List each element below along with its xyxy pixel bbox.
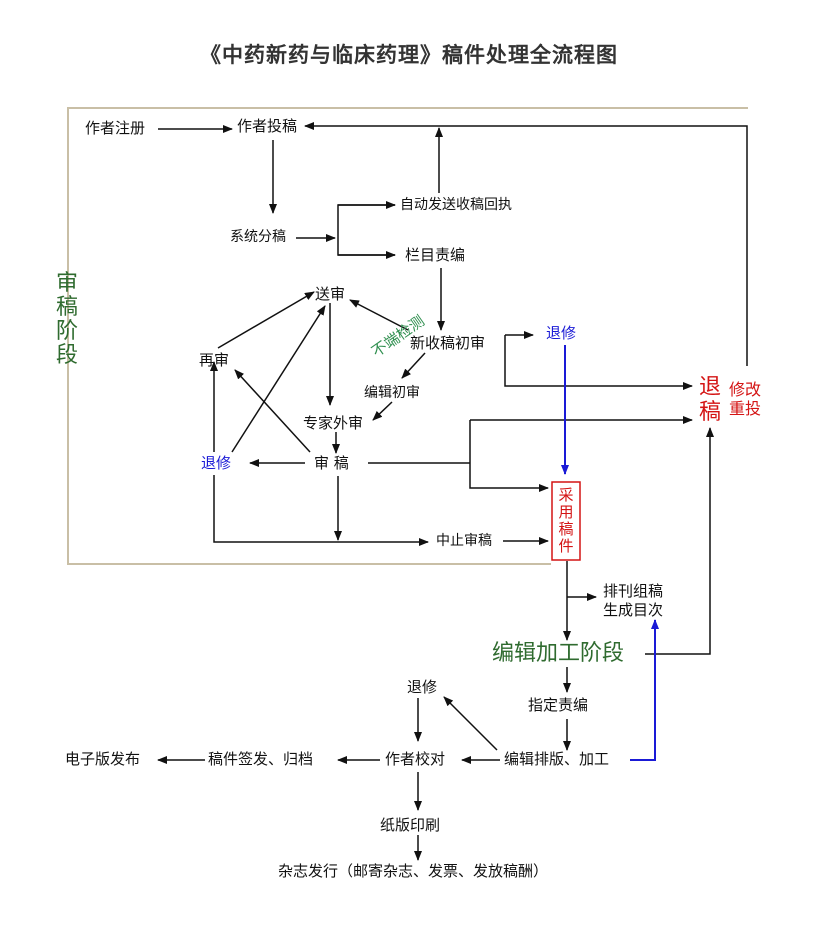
node-assign-editor: 指定责编	[528, 696, 589, 714]
node-edit-typeset: 编辑排版、加工	[504, 750, 610, 768]
node-system-assign: 系统分稿	[230, 229, 286, 245]
node-accepted: 采用稿件	[558, 486, 574, 555]
node-sign-archive: 稿件签发、归档	[208, 750, 314, 768]
node-author-submit: 作者投稿	[237, 117, 298, 135]
editing-stage-label: 编辑加工阶段	[492, 641, 625, 666]
node-author-register: 作者注册	[85, 119, 146, 137]
review-stage-label: 审稿阶段	[56, 271, 79, 368]
node-revise-left: 退修	[201, 454, 232, 472]
node-author-proof: 作者校对	[385, 750, 446, 768]
node-resubmit-after-revise: 修改重投	[729, 380, 762, 418]
node-send-review: 送审	[315, 285, 346, 303]
node-judge: 审 稿	[314, 454, 349, 472]
node-expert-review: 专家外审	[303, 414, 364, 432]
node-issue-compose: 排刊组稿 生成目次	[603, 582, 664, 619]
page-title: 《中药新药与临床药理》稿件处理全流程图	[200, 42, 618, 67]
node-revise-bottom: 退修	[407, 678, 438, 696]
node-auto-receipt: 自动发送收稿回执	[400, 197, 512, 213]
node-print: 纸版印刷	[380, 816, 441, 834]
review-stage-frame	[67, 107, 748, 565]
node-editor-initial-review: 编辑初审	[364, 385, 420, 401]
node-column-editor: 栏目责编	[405, 246, 466, 264]
node-re-review: 再审	[199, 351, 230, 369]
node-reject: 退稿	[699, 375, 722, 425]
node-revise-top: 退修	[546, 324, 577, 342]
node-e-publish: 电子版发布	[65, 750, 141, 768]
accepted-box	[551, 481, 581, 561]
node-stop-review: 中止审稿	[436, 533, 492, 549]
node-distribute: 杂志发行（邮寄杂志、发票、发放稿酬）	[278, 862, 549, 880]
node-new-initial-review: 新收稿初审	[410, 334, 486, 352]
